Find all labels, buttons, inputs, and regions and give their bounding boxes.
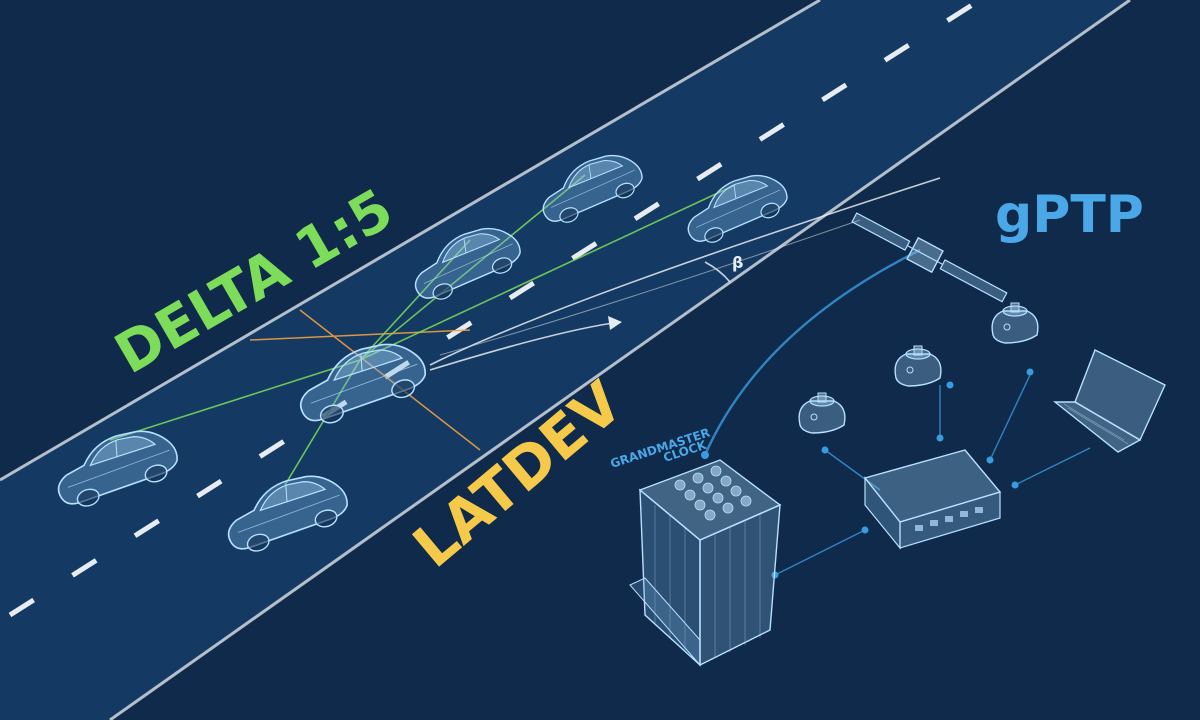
sensor-icon	[894, 345, 942, 387]
sensor-icon	[991, 302, 1039, 344]
gptp-label: gPTP	[995, 185, 1144, 245]
laptop-icon	[1052, 349, 1166, 453]
road-surface	[0, 0, 1130, 720]
network-links	[703, 248, 1091, 576]
road-edge-left	[0, 0, 821, 482]
grandmaster-clock-icon	[629, 459, 782, 667]
road-edge-right	[109, 0, 1131, 720]
trajectory-lines	[429, 177, 941, 371]
trajectory-arrow	[608, 316, 622, 330]
satellite-icon	[851, 212, 1008, 303]
ecu-box-icon	[863, 449, 1002, 550]
sensor-icon	[798, 392, 846, 434]
beta-label: β	[732, 253, 743, 272]
